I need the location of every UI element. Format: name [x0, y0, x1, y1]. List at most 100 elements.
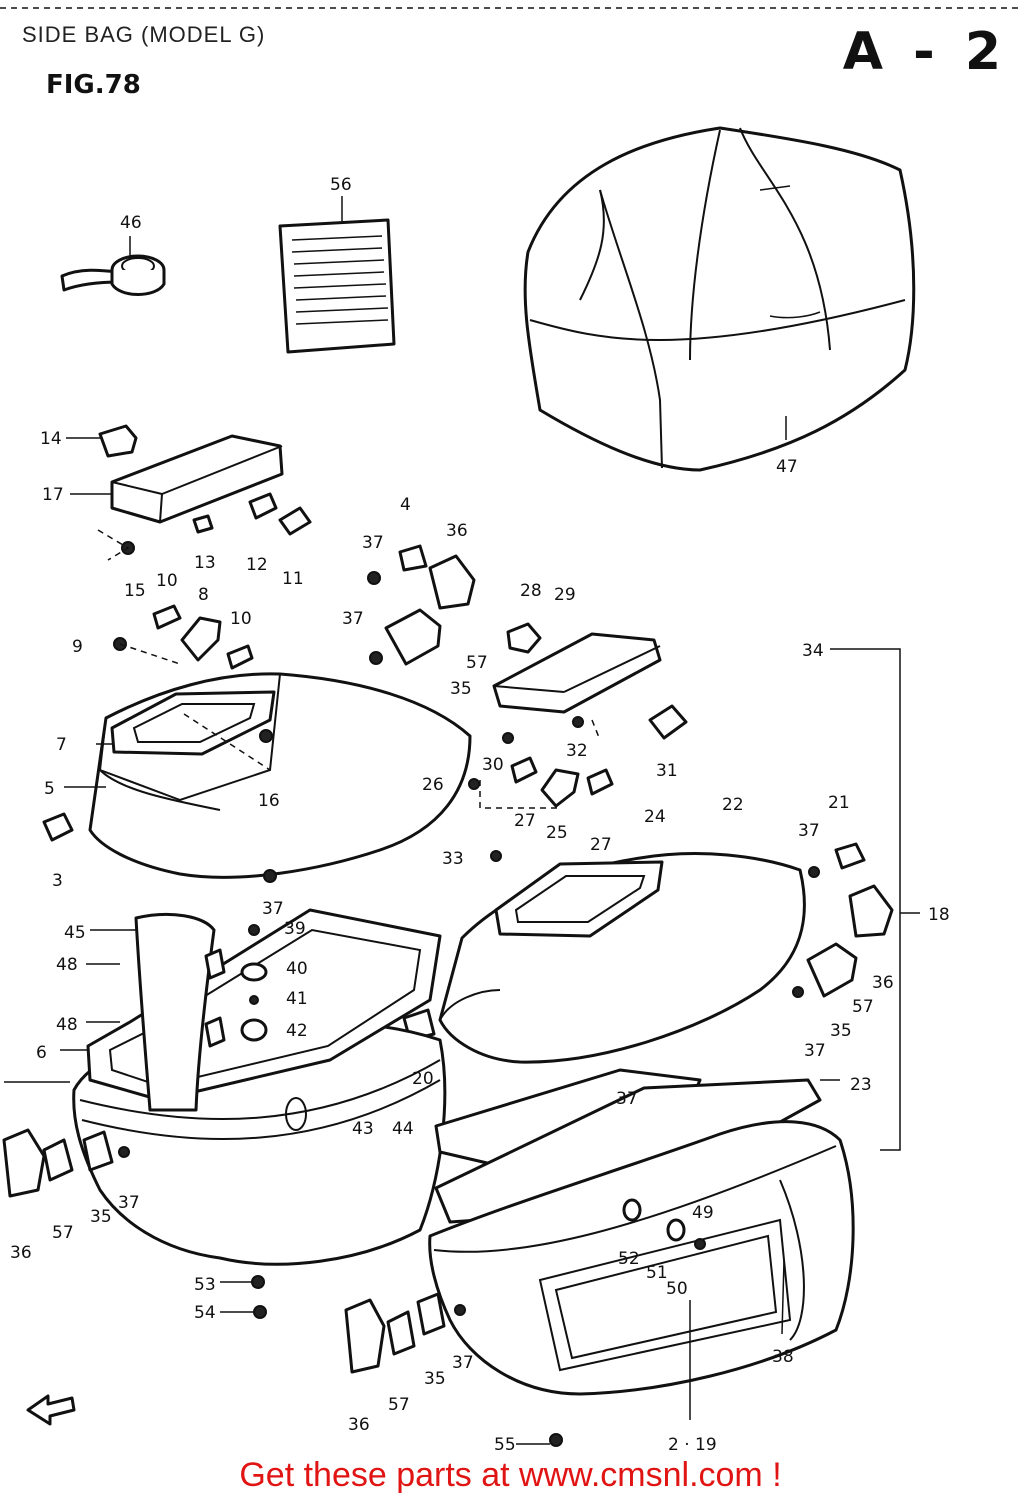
- front-arrow-icon: [26, 1394, 76, 1426]
- callout: 36: [10, 1243, 32, 1263]
- callout: 32: [566, 741, 588, 761]
- part-27-pad-b: [586, 768, 614, 796]
- part-10-pad: [152, 604, 182, 630]
- callout: 4: [400, 495, 411, 515]
- callout: 57: [466, 653, 488, 673]
- callout: 20: [412, 1069, 434, 1089]
- callout: 52: [618, 1249, 640, 1269]
- part-37-screw-c: [369, 651, 383, 665]
- part-13-clip: [192, 514, 214, 534]
- part-50-cap: [666, 1218, 686, 1242]
- callout: 5: [44, 779, 55, 799]
- footer-link-text[interactable]: Get these parts at www.cmsnl.com !: [239, 1456, 782, 1494]
- callout: 24: [644, 807, 666, 827]
- callout: 37: [616, 1089, 638, 1109]
- part-34-right-lid: [492, 632, 662, 714]
- part-54-cap: [253, 1305, 267, 1319]
- callout: 14: [40, 429, 62, 449]
- callout: 54: [194, 1303, 216, 1323]
- part-48-clip-b: [204, 1016, 226, 1048]
- callout: 56: [330, 175, 352, 195]
- callout: 3: [52, 871, 63, 891]
- callout: 36: [872, 973, 894, 993]
- part-11-clip: [278, 506, 312, 536]
- callout: 6: [36, 1043, 47, 1063]
- callout: 17: [42, 485, 64, 505]
- callout: 57: [852, 997, 874, 1017]
- callout: 28: [520, 581, 542, 601]
- part-26-screw: [468, 778, 480, 790]
- callout: 10: [156, 571, 178, 591]
- callout: 13: [194, 553, 216, 573]
- callout: 35: [424, 1369, 446, 1389]
- part-56-label: [278, 218, 396, 354]
- part-55-cap: [549, 1433, 563, 1447]
- part-36-lock-b: [848, 884, 894, 938]
- part-37-screw-e: [792, 986, 804, 998]
- callout: 36: [446, 521, 468, 541]
- callout: 37: [342, 609, 364, 629]
- callout: 55: [494, 1435, 516, 1450]
- part-21-lock: [834, 842, 866, 870]
- part-57-plate-c: [42, 1138, 74, 1182]
- callout: 38: [772, 1347, 794, 1367]
- part-42-grommet: [240, 1018, 268, 1042]
- part-40-grommet: [240, 962, 268, 982]
- part-31-clip: [648, 704, 688, 740]
- callout: 30: [482, 755, 504, 775]
- part-8-hinge: [180, 616, 222, 662]
- callout: 37: [362, 533, 384, 553]
- callout: 2 · 19: [668, 1435, 717, 1450]
- page-title: SIDE BAG (MODEL G): [22, 22, 266, 47]
- callout: 37: [262, 899, 284, 919]
- callout: 43: [352, 1119, 374, 1139]
- part-45-strap: [134, 912, 216, 1112]
- part-36-lock-c: [2, 1128, 46, 1198]
- part-28-lock: [506, 622, 542, 654]
- part-7-gasket: [110, 690, 276, 756]
- part-37-screw-d: [808, 866, 820, 878]
- part-17-upper-lid: [110, 434, 284, 524]
- part-16-screw: [259, 729, 273, 743]
- callout: 36: [348, 1415, 370, 1435]
- callout: 15: [124, 581, 146, 601]
- callout: 57: [52, 1223, 74, 1243]
- callout: 21: [828, 793, 850, 813]
- callout: 45: [64, 923, 86, 943]
- part-24-gasket: [494, 860, 664, 938]
- callout: 22: [722, 795, 744, 815]
- callout: 40: [286, 959, 308, 979]
- callout: 7: [56, 735, 67, 755]
- exploded-parts-diagram: 56 46 47 14 17 13 12 11 15 4 36 37 10 8 …: [0, 7, 1021, 1450]
- callout: 37: [452, 1353, 474, 1373]
- part-36-lock-d: [344, 1298, 386, 1374]
- part-57-plate-b: [806, 942, 858, 998]
- callout: 11: [282, 569, 304, 589]
- part-12-clip: [248, 492, 278, 520]
- callout: 35: [450, 679, 472, 699]
- part-5-left-lid: [88, 672, 472, 879]
- part-57-plate-a: [384, 608, 442, 666]
- callout: 53: [194, 1275, 216, 1295]
- part-37-screw-g: [454, 1304, 466, 1316]
- callout: 34: [802, 641, 824, 661]
- leader-lines: [4, 196, 920, 1445]
- callout: 8: [198, 585, 209, 605]
- callout: 51: [646, 1263, 668, 1283]
- part-39-screw: [248, 924, 260, 936]
- part-33-screw: [490, 850, 502, 862]
- section-code: A - 2: [842, 22, 1007, 82]
- part-52-cap: [622, 1198, 642, 1222]
- part-35-plate-b: [416, 1292, 446, 1336]
- part-27-pad-a: [510, 756, 538, 784]
- callout: 42: [286, 1021, 308, 1041]
- callout: 41: [286, 989, 308, 1009]
- part-36-lock-a: [428, 554, 476, 610]
- callout: 39: [284, 919, 306, 939]
- callout: 27: [514, 811, 536, 831]
- part-3-latch: [42, 812, 74, 842]
- callout: 37: [798, 821, 820, 841]
- part-37-screw-b: [367, 571, 381, 585]
- callout: 35: [830, 1021, 852, 1041]
- callout: 37: [804, 1041, 826, 1061]
